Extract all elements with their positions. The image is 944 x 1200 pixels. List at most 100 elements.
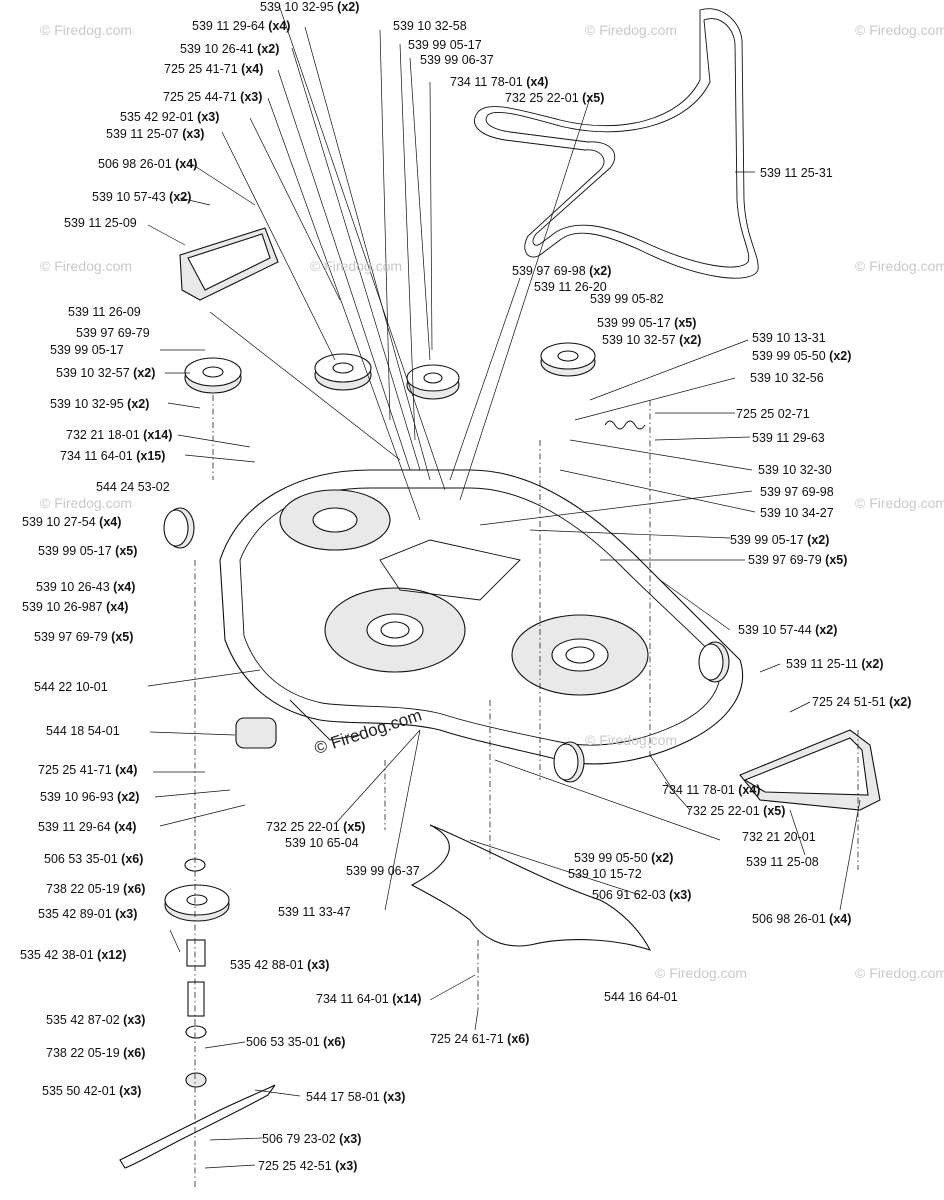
part-label: 539 99 05-17 (x5) — [38, 544, 137, 558]
part-label: 738 22 05-19 (x6) — [46, 1046, 145, 1060]
part-label: 539 10 26-43 (x4) — [36, 580, 135, 594]
part-number: 544 22 10-01 — [34, 680, 108, 694]
part-number: 535 42 38-01 — [20, 948, 94, 962]
part-label: 539 99 05-17 — [50, 343, 124, 357]
part-label: 535 42 38-01 (x12) — [20, 948, 126, 962]
part-quantity: (x5) — [825, 553, 848, 567]
part-number: 539 11 29-63 — [752, 431, 825, 445]
part-label: 539 10 26-41 (x2) — [180, 42, 279, 56]
part-number: 539 10 32-57 — [602, 333, 676, 347]
part-number: 506 53 35-01 — [44, 852, 118, 866]
part-label: 725 24 61-71 (x6) — [430, 1032, 529, 1046]
part-label: 539 10 32-58 — [393, 19, 467, 33]
watermark: © Firedog.com — [40, 258, 133, 274]
part-label: 734 11 78-01 (x4) — [450, 75, 548, 89]
part-label: 506 53 35-01 (x6) — [44, 852, 143, 866]
part-label: 539 99 05-50 (x2) — [752, 349, 851, 363]
part-label: 539 10 15-72 — [568, 867, 642, 881]
part-quantity: (x3) — [335, 1159, 358, 1173]
part-number: 539 97 69-79 — [76, 326, 150, 340]
part-quantity: (x3) — [383, 1090, 406, 1104]
part-label: 544 24 53-02 — [96, 480, 170, 494]
part-number: 535 42 87-02 — [46, 1013, 120, 1027]
part-label: 539 10 32-57 (x2) — [602, 333, 701, 347]
drive-belt — [474, 8, 759, 279]
part-number: 506 53 35-01 — [246, 1035, 320, 1049]
part-label: 732 25 22-01 (x5) — [686, 804, 785, 818]
part-quantity: (x3) — [307, 958, 330, 972]
part-number: 506 98 26-01 — [98, 157, 172, 171]
center-lines — [194, 395, 859, 1190]
part-label: 506 98 26-01 (x4) — [98, 157, 197, 171]
part-label: 732 21 20-01 — [742, 830, 816, 844]
part-number: 539 97 69-79 — [748, 553, 822, 567]
part-label: 535 42 87-02 (x3) — [46, 1013, 145, 1027]
part-label: 535 42 89-01 (x3) — [38, 907, 137, 921]
part-number: 539 99 05-17 — [38, 544, 112, 558]
part-number: 539 99 05-17 — [50, 343, 124, 357]
part-number: 734 11 78-01 — [662, 783, 735, 797]
leader-lines — [147, 7, 861, 1169]
part-label: 539 10 26-987 (x4) — [22, 600, 128, 614]
part-label: 725 24 51-51 (x2) — [812, 695, 911, 709]
part-quantity: (x12) — [97, 948, 127, 962]
part-quantity: (x3) — [115, 907, 138, 921]
idler-pulley-left — [184, 357, 242, 394]
part-number: 734 11 64-01 — [60, 449, 133, 463]
part-quantity: (x3) — [123, 1013, 146, 1027]
part-number: 544 24 53-02 — [96, 480, 170, 494]
part-quantity: (x3) — [182, 127, 205, 141]
part-number: 539 10 26-41 — [180, 42, 254, 56]
part-number: 539 10 34-27 — [760, 506, 834, 520]
part-number: 732 25 22-01 — [505, 91, 579, 105]
part-label: 539 11 29-64 (x4) — [192, 19, 290, 33]
part-quantity: (x2) — [337, 0, 360, 14]
part-quantity: (x4) — [106, 600, 129, 614]
part-number: 539 11 25-07 — [106, 127, 179, 141]
part-label: 539 10 32-56 — [750, 371, 824, 385]
part-number: 539 10 32-95 — [260, 0, 334, 14]
part-number: 539 10 26-987 — [22, 600, 103, 614]
part-label: 539 99 05-17 — [408, 38, 482, 52]
part-quantity: (x5) — [115, 544, 138, 558]
gauge-wheel-bottom — [553, 741, 585, 783]
part-label: 539 99 06-37 — [346, 864, 420, 878]
part-number: 725 25 02-71 — [736, 407, 810, 421]
part-quantity: (x3) — [669, 888, 692, 902]
part-label: 506 79 23-02 (x3) — [262, 1132, 361, 1146]
part-number: 539 99 06-37 — [420, 53, 494, 67]
part-number: 725 24 51-51 — [812, 695, 886, 709]
part-number: 539 10 96-93 — [40, 790, 114, 804]
part-number: 539 11 25-31 — [760, 166, 833, 180]
part-number: 539 10 32-95 — [50, 397, 124, 411]
part-quantity: (x4) — [268, 19, 291, 33]
part-number: 539 10 15-72 — [568, 867, 642, 881]
part-number: 539 10 57-43 — [92, 190, 166, 204]
part-number: 725 25 41-71 — [164, 62, 238, 76]
part-label: 539 10 32-57 (x2) — [56, 366, 155, 380]
part-label: 544 22 10-01 — [34, 680, 108, 694]
part-quantity: (x2) — [651, 851, 674, 865]
part-label: 539 97 69-98 (x2) — [512, 264, 611, 278]
part-number: 539 11 29-64 — [38, 820, 111, 834]
part-quantity: (x6) — [123, 1046, 146, 1060]
cutting-blade — [119, 1084, 276, 1169]
part-number: 539 11 29-64 — [192, 19, 265, 33]
part-label: 539 99 05-50 (x2) — [574, 851, 673, 865]
part-quantity: (x5) — [111, 630, 134, 644]
part-number: 539 10 65-04 — [285, 836, 359, 850]
part-label: 539 11 25-07 (x3) — [106, 127, 204, 141]
mower-deck — [219, 469, 744, 765]
part-quantity: (x5) — [343, 820, 366, 834]
watermark: © Firedog.com — [585, 22, 678, 38]
watermark: © Firedog.com — [855, 258, 944, 274]
part-label: 539 11 33-47 — [278, 905, 351, 919]
part-number: 725 25 44-71 — [163, 90, 237, 104]
part-quantity: (x2) — [257, 42, 280, 56]
part-label: 732 25 22-01 (x5) — [266, 820, 365, 834]
part-number: 539 11 26-20 — [534, 280, 607, 294]
part-quantity: (x3) — [240, 90, 263, 104]
watermark: © Firedog.com — [855, 495, 944, 511]
part-number: 539 10 32-30 — [758, 463, 832, 477]
